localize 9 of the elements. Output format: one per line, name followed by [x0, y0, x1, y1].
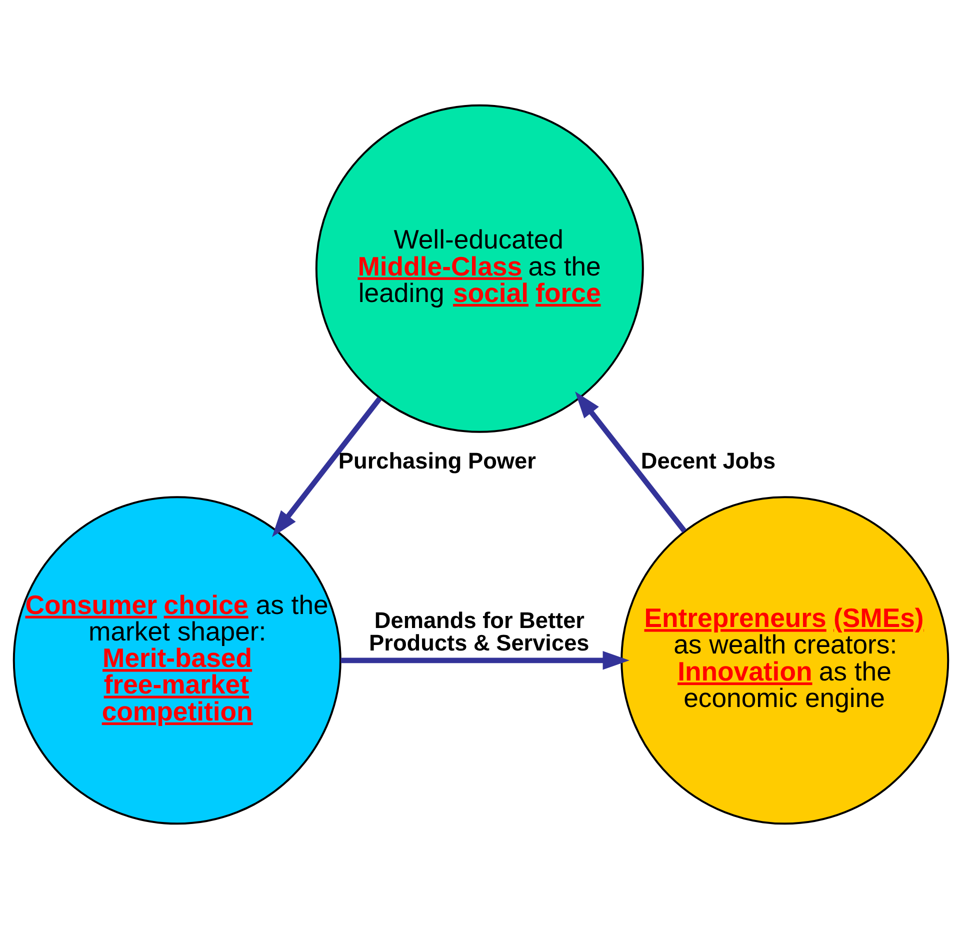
node-circle: Entrepreneurs (SMEs) as wealth creators: Innovation as the economic engine: [620, 496, 950, 824]
edge-label: Demands for Better Products & Services: [369, 606, 590, 656]
edge-label: Decent Jobs: [640, 447, 776, 474]
node-circle: Consumer choice as the market shaper: Merit-based free-market competition: [12, 496, 342, 824]
node-circle: Well-educated Middle-Class as the leading social force: [315, 104, 644, 432]
arrow: [340, 650, 630, 670]
arrow: [272, 396, 382, 537]
edge-label: Purchasing Power: [338, 447, 536, 474]
arrow: [575, 391, 687, 532]
